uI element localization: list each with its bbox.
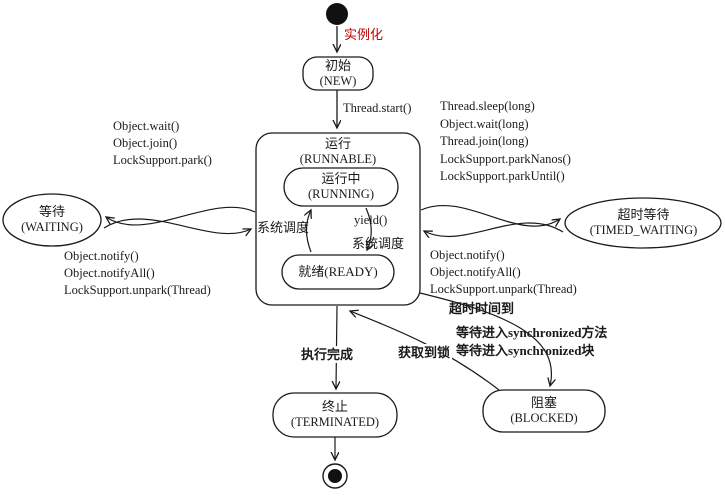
blocked-state-shape — [482, 389, 606, 433]
label-object-notifyall-left: Object.notifyAll() — [64, 266, 155, 280]
runnable-state-label: 运行 (RUNNABLE) — [256, 136, 420, 167]
labels-from-timed-waiting: Object.notify() Object.notifyAll() LockS… — [430, 247, 577, 298]
labels-to-waiting: Object.wait() Object.join() LockSupport.… — [113, 118, 212, 169]
final-state-dot — [328, 469, 342, 483]
label-locksupport-parkuntil: LockSupport.parkUntil() — [440, 169, 565, 184]
arrow-runnable-to-waiting — [106, 206, 256, 226]
labels-to-timed-waiting: Thread.sleep(long) Object.wait(long) Thr… — [440, 98, 571, 186]
label-thread-start: Thread.start() — [343, 101, 412, 115]
arrow-waiting-to-runnable — [103, 218, 251, 234]
label-locksupport-park: LockSupport.park() — [113, 153, 212, 167]
label-instantiate: 实例化 — [344, 27, 384, 42]
label-execution-finished: 执行完成 — [299, 346, 356, 363]
label-object-notify-left: Object.notify() — [64, 249, 139, 263]
label-locksupport-unpark-right: LockSupport.unpark(Thread) — [430, 282, 577, 296]
label-timeout-reached: 超时时间到 — [449, 301, 515, 316]
new-state-shape — [302, 56, 374, 91]
arrow-runnable-to-blocked — [419, 292, 551, 386]
timed-waiting-state-shape — [564, 197, 722, 249]
terminated-state-shape — [272, 392, 398, 438]
label-scheduler-right: 系统调度 — [352, 236, 405, 251]
label-wait-synchronized-block: 等待进入synchronized块 — [456, 343, 595, 358]
final-state-ring — [322, 463, 348, 489]
arrow-ready-to-running — [307, 210, 312, 253]
labels-from-waiting: Object.notify() Object.notifyAll() LockS… — [64, 248, 211, 299]
label-object-wait-long: Object.wait(long) — [440, 116, 529, 131]
arrow-blocked-to-runnable — [350, 311, 500, 391]
initial-state-dot — [326, 3, 348, 25]
label-scheduler-left: 系统调度 — [257, 220, 310, 235]
label-yield: yield() — [354, 213, 388, 227]
waiting-state-shape — [2, 193, 102, 247]
arrow-running-to-ready — [365, 207, 371, 250]
label-acquire-lock: 获取到锁 — [396, 344, 453, 361]
running-state-shape — [283, 167, 399, 207]
label-locksupport-unpark-left: LockSupport.unpark(Thread) — [64, 283, 211, 297]
ready-state-shape — [281, 254, 395, 290]
label-thread-join-long: Thread.join(long) — [440, 134, 529, 149]
label-object-wait: Object.wait() — [113, 119, 180, 133]
label-thread-sleep-long: Thread.sleep(long) — [440, 99, 535, 113]
label-object-join: Object.join() — [113, 136, 178, 150]
label-object-notify-right: Object.notify() — [430, 248, 505, 262]
label-wait-synchronized-method: 等待进入synchronized方法 — [456, 325, 608, 340]
runnable-state-name: 运行 — [324, 136, 351, 151]
label-locksupport-parknanos: LockSupport.parkNanos() — [440, 151, 571, 166]
label-object-notifyall-right: Object.notifyAll() — [430, 265, 521, 279]
runnable-state-enum: (RUNNABLE) — [299, 151, 377, 166]
arrow-timed-waiting-to-runnable — [424, 222, 564, 237]
